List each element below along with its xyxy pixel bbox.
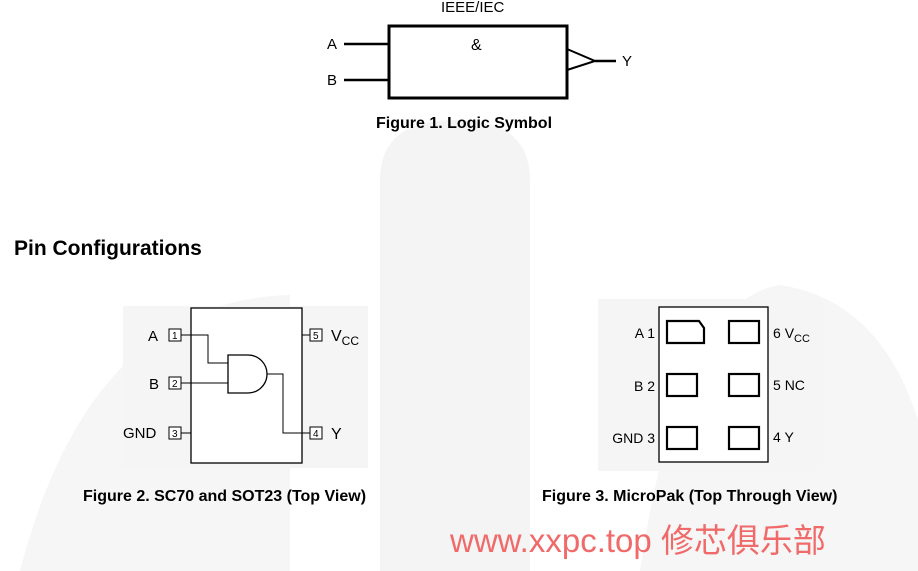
micropak-package-body	[658, 306, 769, 463]
and-symbol: &	[471, 37, 482, 54]
section-title: Pin Configurations	[14, 237, 202, 260]
logic-symbol-diagram: A B Y &	[327, 24, 632, 100]
sc70-sot23-diagram: 1 A 2 B 3 GND 5 VCC 4 Y	[123, 306, 368, 468]
micropak-pad-4	[727, 425, 761, 451]
svg-text:VCC: VCC	[331, 328, 359, 348]
micropak-pad-5	[727, 372, 761, 398]
ieee-iec-label: IEEE/IEC	[441, 0, 505, 16]
sc70-pin-3: 3 GND	[123, 425, 191, 442]
micropak-pad-6	[727, 319, 761, 345]
svg-text:Y: Y	[331, 426, 342, 443]
sc70-pin-4: 4 Y	[302, 426, 342, 443]
micropak-pad-2	[665, 372, 699, 398]
svg-text:A: A	[148, 328, 158, 345]
micropak-pin-1-label: A 1	[635, 325, 655, 341]
figure-2-caption: Figure 2. SC70 and SOT23 (Top View)	[83, 488, 367, 505]
sc70-pin-2: 2 B	[149, 376, 191, 393]
svg-text:2: 2	[172, 379, 178, 390]
svg-text:1: 1	[172, 331, 178, 342]
input-a-label: A	[327, 36, 337, 53]
micropak-pin-5-label: 5 NC	[773, 377, 805, 393]
svg-text:B: B	[149, 376, 159, 393]
micropak-pad-1	[665, 319, 706, 345]
micropak-pin-3-label: GND 3	[612, 430, 655, 446]
micropak-pin-4-label: 4 Y	[773, 429, 794, 445]
micropak-pad-3	[665, 425, 699, 451]
micropak-pin-2-label: B 2	[634, 378, 655, 394]
output-y-line	[566, 48, 598, 71]
micropak-diagram: A 1 B 2 GND 3 6 VCC 5 NC 4 Y	[598, 299, 823, 471]
svg-text:5: 5	[313, 331, 319, 342]
svg-text:3: 3	[172, 429, 178, 440]
figure-3-caption: Figure 3. MicroPak (Top Through View)	[542, 488, 838, 505]
micropak-pin-6-label: 6 VCC	[773, 325, 810, 345]
svg-text:4: 4	[313, 429, 319, 440]
sc70-pin-1: 1 A	[148, 328, 191, 345]
watermark-text: www.xxpc.top 修芯俱乐部	[450, 522, 826, 559]
and-gate-box	[387, 24, 569, 100]
output-y-label: Y	[622, 53, 632, 70]
svg-text:GND: GND	[123, 425, 157, 442]
figure-1-caption: Figure 1. Logic Symbol	[376, 115, 553, 132]
input-b-label: B	[327, 72, 337, 89]
internal-and-gate	[227, 354, 268, 394]
sc70-pin-5: 5 VCC	[302, 328, 359, 348]
